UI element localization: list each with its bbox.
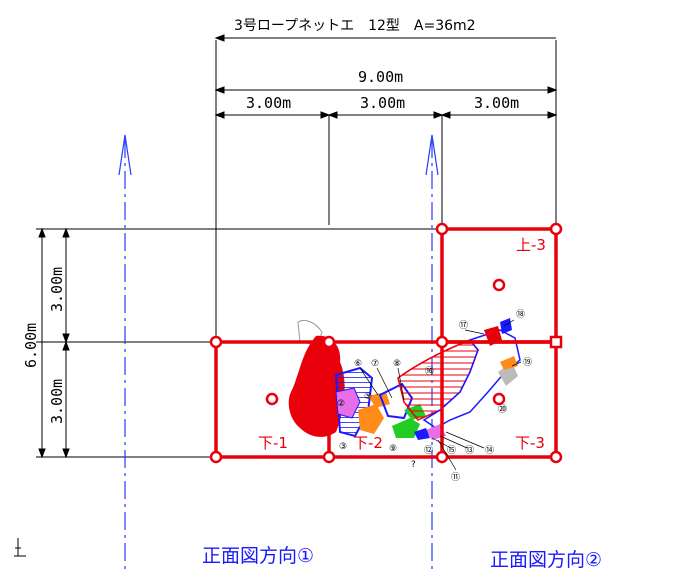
net-frame xyxy=(214,227,558,459)
view-label-1: 正面図方向① xyxy=(202,545,314,567)
panel-label-lower-2: 下-2 xyxy=(353,434,383,452)
rock-number: ⑤ xyxy=(364,392,372,402)
panel-label-lower-3: 下-3 xyxy=(515,434,545,452)
anchor-points xyxy=(209,222,563,464)
rock-gray-right xyxy=(498,362,518,386)
rock-number: ⑭ xyxy=(485,445,494,456)
rock-number: ⑰ xyxy=(459,320,468,331)
view-label-2: 正面図方向② xyxy=(490,549,602,571)
rock-number: ⑧ xyxy=(393,359,401,369)
dimension-upper-height-label: 3.00m xyxy=(48,267,66,312)
rock-number: ⑳ xyxy=(498,404,507,415)
rock-orange-right xyxy=(500,356,518,370)
rock-number: ⑦ xyxy=(371,359,379,369)
dimension-segment-3: 3.00m xyxy=(474,94,519,112)
rock-orange xyxy=(358,404,384,434)
center-anchor-points xyxy=(265,278,506,406)
rock-blue-outline-large xyxy=(422,329,521,429)
rock-green xyxy=(392,418,420,438)
dimension-segments xyxy=(214,111,558,225)
dimension-total-width xyxy=(214,40,558,340)
drawing-title: 3号ロープネットエ 12型 A=36m2 xyxy=(234,18,476,34)
dimension-total-width-label: 9.00m xyxy=(358,68,403,86)
rock-number: ⑱ xyxy=(516,309,525,320)
view-arrow-2 xyxy=(425,134,439,572)
rock-number: ⑮ xyxy=(447,445,456,456)
rock-number: ⑲ xyxy=(523,357,532,368)
rock-number: ⑬ xyxy=(465,445,474,456)
corner-mark xyxy=(14,538,26,557)
dimension-total-height-label: 6.00m xyxy=(22,323,40,368)
panel-label-lower-1: 下-1 xyxy=(258,434,288,452)
rock-number: ⑫ xyxy=(424,445,433,456)
title-leader xyxy=(214,34,556,42)
rock-magenta xyxy=(335,387,361,419)
dimension-segment-1: 3.00m xyxy=(246,94,291,112)
rock-number: ? xyxy=(411,460,416,470)
rock-number: ③ xyxy=(339,442,347,452)
rock-number-labels: ② ③ ⑤ ⑥ ⑦ ⑧ ⑨ ⑪ ⑫ ⑬ ⑭ ⑮ ⑯ ⑰ ⑱ ⑲ ⑳ ? xyxy=(337,309,532,483)
rock-debris xyxy=(288,318,521,440)
dimension-lower-height-label: 3.00m xyxy=(48,379,66,424)
rock-blue-small-2 xyxy=(414,428,430,440)
rock-number: ⑪ xyxy=(451,472,460,483)
rock-blue-small xyxy=(500,318,512,334)
rock-number: ⑥ xyxy=(354,359,362,369)
rock-orange-small xyxy=(368,392,390,408)
rock-number: ② xyxy=(337,399,345,409)
rock-number: ⑨ xyxy=(389,444,397,454)
dimension-segment-2: 3.00m xyxy=(360,94,405,112)
panel-label-upper-3: 上-3 xyxy=(516,236,546,254)
view-arrow-1 xyxy=(118,134,132,572)
rock-number: ⑯ xyxy=(425,366,434,377)
rock-number-leaders xyxy=(359,319,522,471)
